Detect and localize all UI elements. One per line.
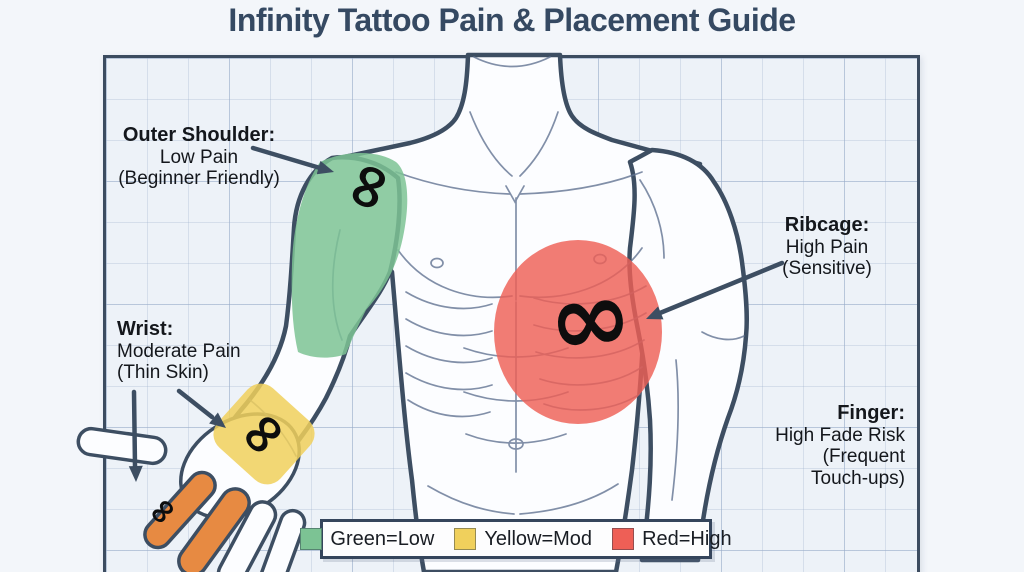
- legend-box: Green=Low Yellow=Mod Red=High: [300, 519, 732, 559]
- annotation-line: Low Pain: [159, 146, 239, 168]
- annotation-line: (Beginner Friendly): [118, 168, 280, 190]
- index-finger-inked: [143, 470, 217, 550]
- legend-item-red: Red=High: [612, 528, 732, 551]
- legend-label: Red=High: [642, 527, 732, 550]
- pinky-finger: [259, 508, 307, 572]
- arrow-to-ribcage: [646, 260, 785, 320]
- annotation-ribcage: Ribcage: High Pain (Sensitive): [752, 214, 902, 280]
- infinity-symbols: ∞ ∞ ∞ ∞: [138, 149, 638, 535]
- annotation-wrist: Wrist: Moderate Pain (Thin Skin): [117, 318, 287, 384]
- annotation-heading: Finger:: [837, 402, 905, 424]
- middle-finger-inked: [177, 487, 251, 572]
- annotation-heading: Outer Shoulder:: [122, 124, 276, 146]
- yellow-swatch-icon: [454, 528, 477, 550]
- wrist-region-yellow: [213, 383, 315, 485]
- green-swatch-icon: [300, 528, 323, 550]
- annotation-line: (Thin Skin): [117, 362, 209, 384]
- shoulder-region-green: [291, 153, 408, 358]
- thumb: [76, 426, 168, 466]
- annotation-line: Moderate Pain: [117, 340, 241, 362]
- annotation-arrows: [128, 145, 785, 482]
- annotation-line: (Sensitive): [782, 258, 872, 280]
- annotation-finger: Finger: High Fade Risk (Frequent Touch-u…: [735, 402, 905, 490]
- arrow-to-finger: [128, 389, 143, 482]
- legend-item-green: Green=Low: [300, 528, 434, 551]
- arrow-to-wrist: [176, 388, 226, 428]
- infinity-symbol-ribcage: ∞: [542, 255, 637, 380]
- legend-label: Yellow=Mod: [484, 527, 593, 550]
- annotation-line: Touch-ups): [811, 468, 905, 490]
- arrow-to-shoulder: [250, 145, 334, 175]
- page-title: Infinity Tattoo Pain & Placement Guide: [228, 2, 796, 38]
- annotation-outer-shoulder: Outer Shoulder: Low Pain (Beginner Frien…: [105, 124, 293, 190]
- annotation-line: (Frequent: [822, 446, 905, 468]
- annotation-heading: Ribcage:: [784, 214, 870, 236]
- ribcage-region-red: [494, 240, 662, 424]
- annotation-line: High Pain: [785, 236, 869, 258]
- annotation-heading: Wrist:: [117, 318, 174, 340]
- legend-label: Green=Low: [330, 527, 435, 550]
- ring-finger: [216, 500, 278, 572]
- red-swatch-icon: [612, 528, 635, 550]
- annotation-line: High Fade Risk: [775, 424, 905, 446]
- pain-regions: [213, 153, 662, 485]
- legend-item-yellow: Yellow=Mod: [454, 528, 592, 551]
